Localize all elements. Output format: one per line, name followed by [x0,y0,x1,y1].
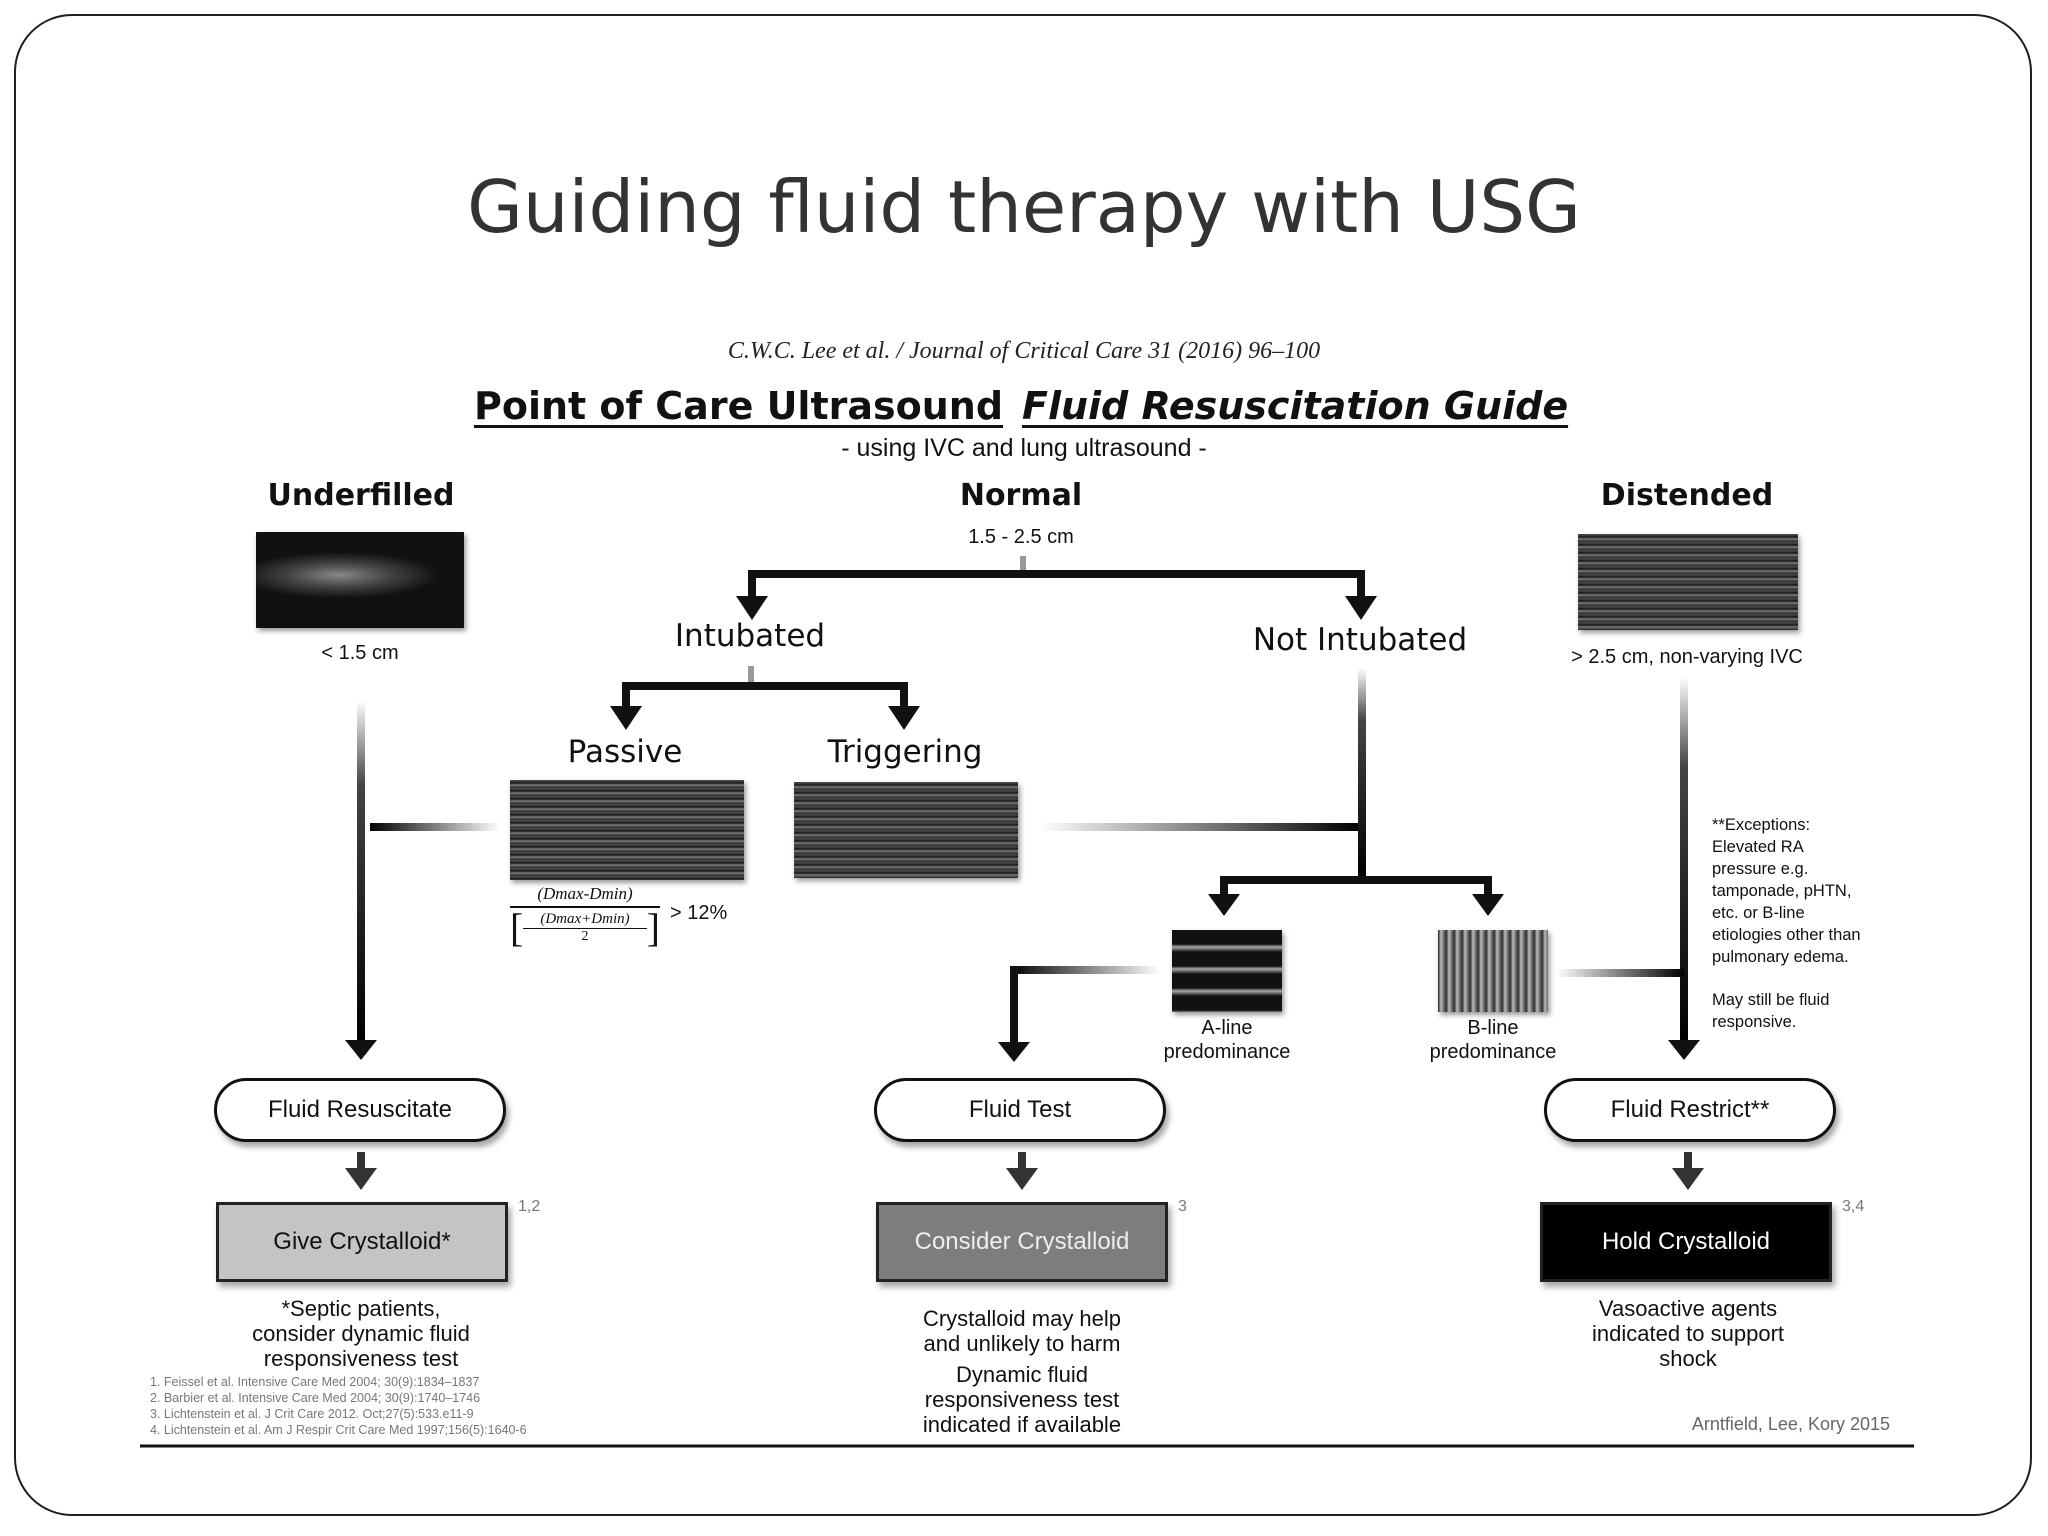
b-line-lung-image [1438,930,1548,1012]
underfilled-label: Underfilled [267,478,455,513]
hold-crystalloid-box: Hold Crystalloid [1540,1202,1832,1282]
intubated-split [610,666,920,730]
b-line-label: B-line [1467,1017,1519,1039]
a-line-label: A-line [1201,1017,1253,1039]
figure-subtitle: - using IVC and lung ultrasound - [841,434,1207,462]
b-line-predominance: predominance [1429,1041,1557,1063]
exceptions-note: **Exceptions: Elevated RA pressure e.g. … [1712,816,1861,1031]
fluid-test-pill: Fluid Test [874,1078,1166,1142]
distended-ivc-image [1578,534,1798,630]
hold-ref: 3,4 [1842,1198,1865,1215]
ivc-variation-formula: (Dmax-Dmin) [ (Dmax+Dmin) 2 ] [510,884,660,950]
consider-note-b: Dynamic fluid responsiveness test indica… [922,1362,1122,1437]
reference-item: 2. Barbier et al. Intensive Care Med 200… [150,1391,481,1405]
formula-inner-top: (Dmax+Dmin) [523,911,647,929]
consider-crystalloid-box: Consider Crystalloid [876,1202,1168,1282]
slide-title: Guiding fluid therapy with USG [467,165,1581,249]
formula-numerator: (Dmax-Dmin) [510,884,660,908]
reference-item: 4. Lichtenstein et al. Am J Respir Crit … [150,1423,527,1437]
a-line-caption: A-line predominance [1132,1016,1322,1064]
slide-frame [14,14,2032,1516]
give-ref: 1,2 [518,1198,541,1215]
distended-label: Distended [1600,478,1774,513]
formula-threshold: > 12% [670,902,728,924]
figure-heading-left: Point of Care Ultrasound [474,384,1004,428]
give-note: *Septic patients, consider dynamic fluid… [252,1296,470,1371]
not-intubated-line [1358,668,1366,878]
figure-heading-right: Fluid Resuscitation Guide [1022,384,1569,428]
consider-ref: 3 [1178,1198,1187,1215]
b-line-caption: B-line predominance [1398,1016,1588,1064]
citation: C.W.C. Lee et al. / Journal of Critical … [727,338,1321,364]
underfilled-line [357,700,365,1040]
reference-item: 3. Lichtenstein et al. J Crit Care 2012.… [150,1407,474,1421]
formula-inner-bottom: 2 [581,929,589,944]
passive-mmode-image [510,780,744,880]
triggering-label: Triggering [827,734,983,770]
passive-label: Passive [567,734,683,770]
not-intubated-label: Not Intubated [1252,622,1468,658]
fluid-resuscitate-pill: Fluid Resuscitate [214,1078,506,1142]
normal-split [736,556,1377,620]
references: 1. Feissel et al. Intensive Care Med 200… [150,1374,670,1438]
distended-line [1680,676,1688,1040]
fluid-restrict-pill: Fluid Restrict** [1544,1078,1836,1142]
underfilled-measure: < 1.5 cm [321,642,399,664]
reference-item: 1. Feissel et al. Intensive Care Med 200… [150,1375,480,1389]
underfilled-ivc-image [256,532,464,628]
intubated-label: Intubated [674,618,826,654]
a-line-lung-image [1172,930,1282,1012]
consider-note-a: Crystalloid may help and unlikely to har… [922,1306,1122,1356]
normal-measure: 1.5 - 2.5 cm [968,526,1074,548]
normal-label: Normal [959,478,1083,513]
triggering-mmode-image [794,782,1018,878]
give-crystalloid-box: Give Crystalloid* [216,1202,508,1282]
hold-note: Vasoactive agents indicated to support s… [1591,1296,1785,1371]
authors-credit: Arntfield, Lee, Kory 2015 [1691,1414,1890,1434]
a-line-predominance: predominance [1163,1041,1291,1063]
distended-measure: > 2.5 cm, non-varying IVC [1571,646,1803,668]
